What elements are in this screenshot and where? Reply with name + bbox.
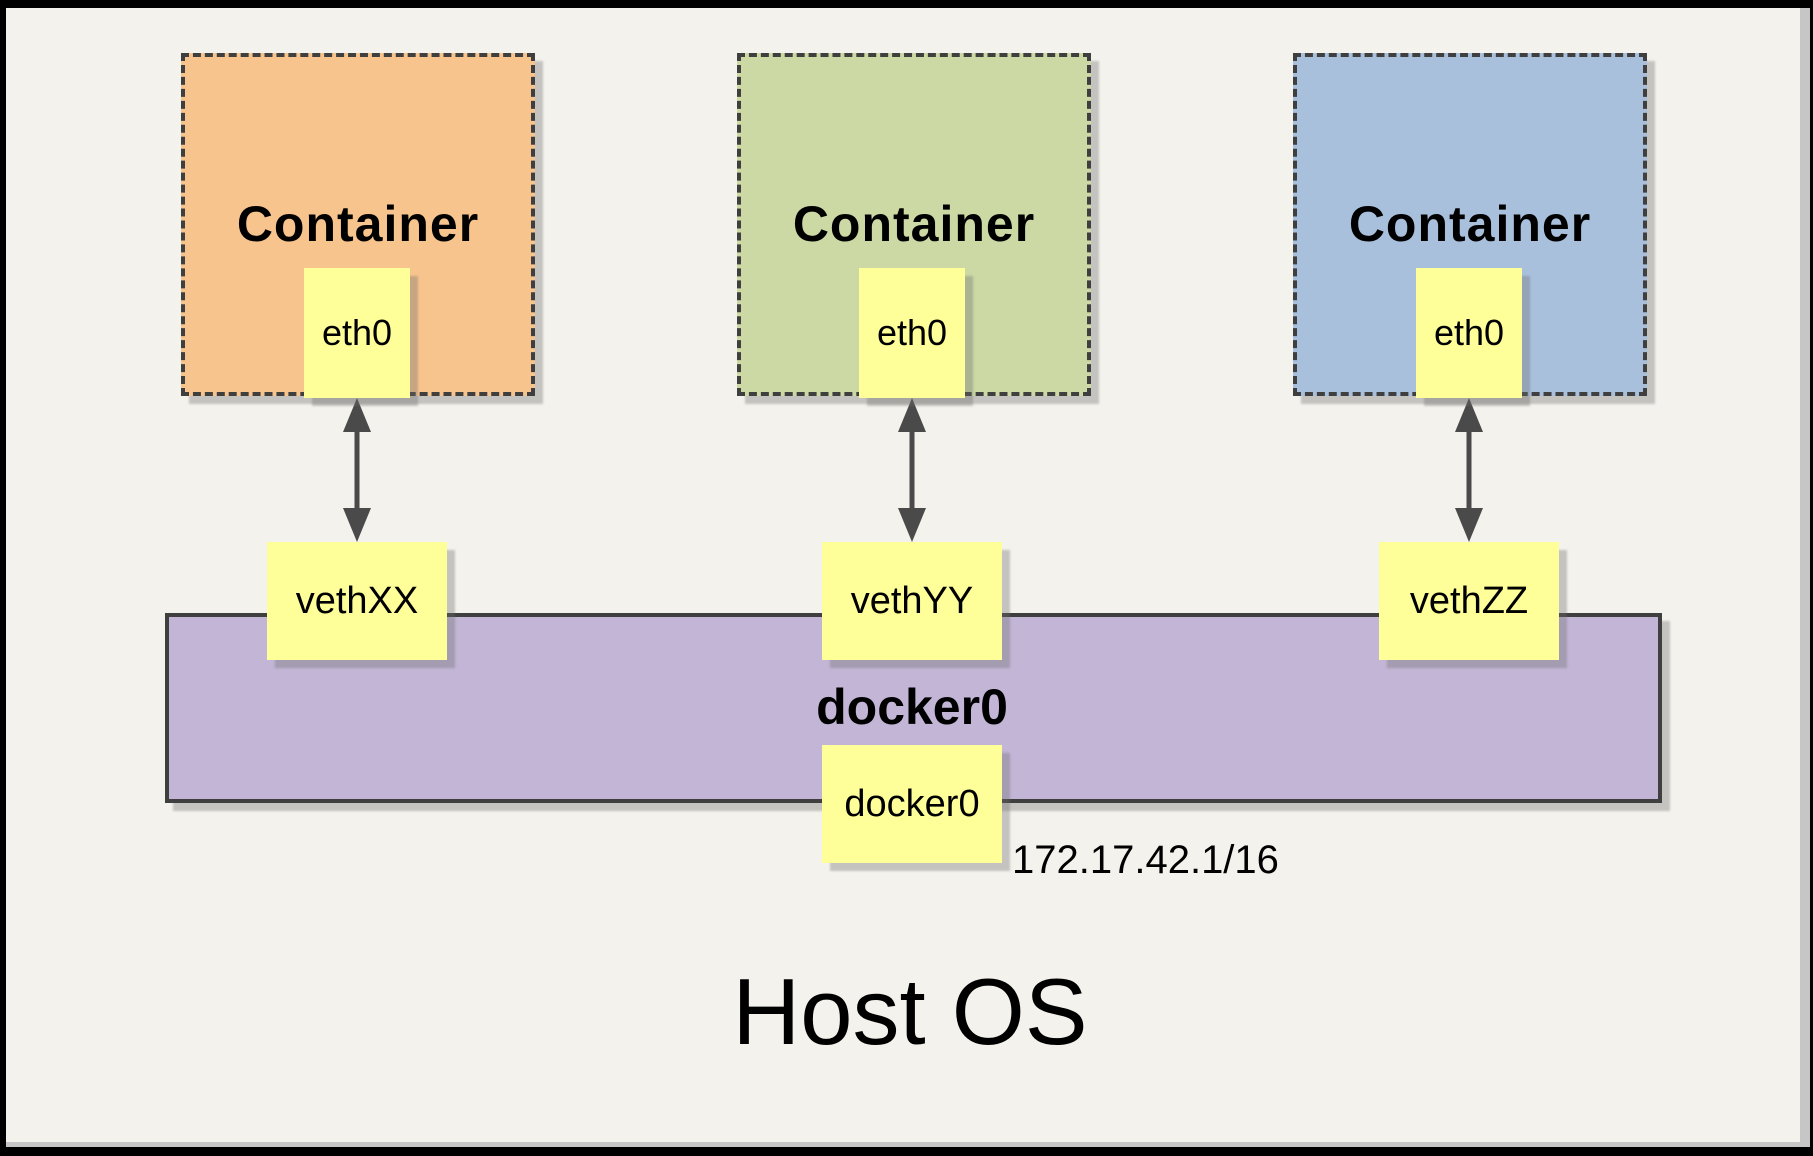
container-label-1: Container bbox=[236, 196, 480, 252]
vethyy-box: vethYY bbox=[822, 542, 1002, 660]
eth0-box-2: eth0 bbox=[859, 268, 965, 398]
eth0-label-3: eth0 bbox=[1433, 312, 1505, 353]
vethxx-box: vethXX bbox=[267, 542, 447, 660]
container-label-3: Container bbox=[1348, 196, 1592, 252]
vethzz-label: vethZZ bbox=[1409, 579, 1529, 622]
eth0-label-2: eth0 bbox=[876, 312, 948, 353]
eth0-box-3: eth0 bbox=[1416, 268, 1522, 398]
container-box-2: Container bbox=[737, 53, 1091, 396]
veth-connection-arrow-2 bbox=[894, 398, 930, 542]
host-os-label: Host OS bbox=[732, 959, 1088, 1064]
eth0-box-1: eth0 bbox=[304, 268, 410, 398]
docker0-bridge-label: docker0 bbox=[816, 679, 1008, 735]
vethzz-box: vethZZ bbox=[1379, 542, 1559, 660]
docker0-ip-label: 172.17.42.1/16 bbox=[1012, 838, 1279, 882]
docker0-interface-label: docker0 bbox=[844, 782, 980, 825]
docker0-interface-box: docker0 bbox=[822, 745, 1002, 863]
eth0-label-1: eth0 bbox=[321, 312, 393, 353]
veth-connection-arrow-3 bbox=[1451, 398, 1487, 542]
vethxx-label: vethXX bbox=[295, 579, 419, 622]
container-label-2: Container bbox=[792, 196, 1036, 252]
vethyy-label: vethYY bbox=[850, 579, 974, 622]
veth-connection-arrow-1 bbox=[339, 398, 375, 542]
